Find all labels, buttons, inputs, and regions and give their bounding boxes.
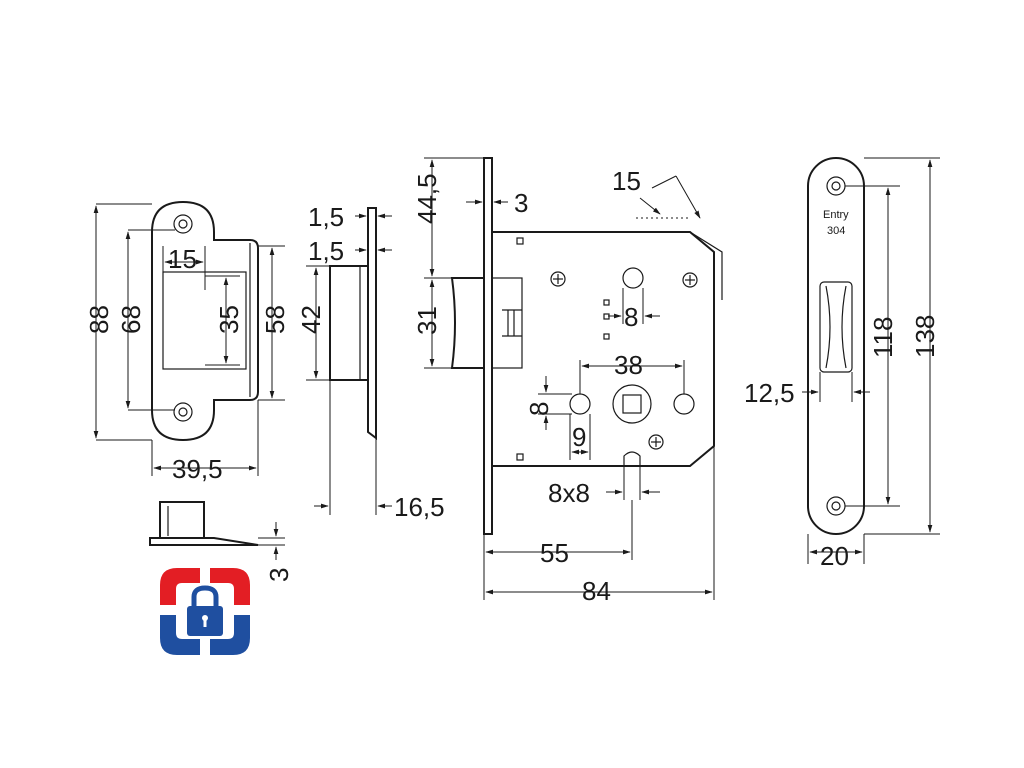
strike-plate-profile — [149, 501, 285, 560]
dim-text: 8 — [624, 302, 638, 332]
lock-body — [424, 157, 723, 600]
dim-text: 8x8 — [548, 478, 590, 508]
dim-text: 38 — [614, 350, 643, 380]
dim-text: 55 — [540, 538, 569, 568]
brand-logo — [160, 568, 250, 655]
dim-text: 31 — [412, 306, 442, 335]
screw-hole — [173, 214, 193, 234]
lock-faceplate — [483, 157, 493, 535]
dim-text: 44,5 — [412, 173, 442, 224]
dim-text: 35 — [214, 305, 244, 334]
dim-text: 16,5 — [394, 492, 445, 522]
padlock-icon — [187, 585, 223, 636]
dim-text: 15 — [168, 244, 197, 274]
dim-text: 39,5 — [172, 454, 223, 484]
dim-text: 1,5 — [308, 236, 344, 266]
strike-plate — [93, 200, 285, 476]
strike-side-view — [306, 207, 392, 515]
dim-text: 3 — [514, 188, 528, 218]
latch-bolt — [450, 277, 485, 369]
dim-text: 8 — [524, 402, 554, 416]
dim-text: 12,5 — [744, 378, 795, 408]
dim-text: 20 — [820, 541, 849, 571]
dim-text: 3 — [264, 568, 294, 582]
faceplate-front — [802, 157, 940, 564]
screw-icon — [682, 272, 698, 288]
dim-text: 138 — [910, 315, 940, 358]
dim-text: 118 — [868, 317, 898, 358]
dim-text: 84 — [582, 576, 611, 606]
engraving-text: Entry — [823, 209, 849, 221]
spindle-hub — [612, 384, 652, 424]
screw-hole — [173, 402, 193, 422]
screw-icon — [648, 434, 664, 450]
dim-text: 9 — [572, 422, 586, 452]
screw-icon — [550, 271, 566, 287]
dim-text: 88 — [84, 305, 114, 334]
dim-text: 68 — [116, 305, 146, 334]
engraving-text: 304 — [827, 225, 845, 237]
dim-text: 15 — [612, 166, 641, 196]
latch-opening — [819, 281, 853, 373]
spindle-square — [622, 394, 642, 414]
hole — [622, 267, 644, 289]
dim-text: 1,5 — [308, 202, 344, 232]
dim-text: 58 — [260, 305, 290, 334]
dim-text: 42 — [296, 305, 326, 334]
